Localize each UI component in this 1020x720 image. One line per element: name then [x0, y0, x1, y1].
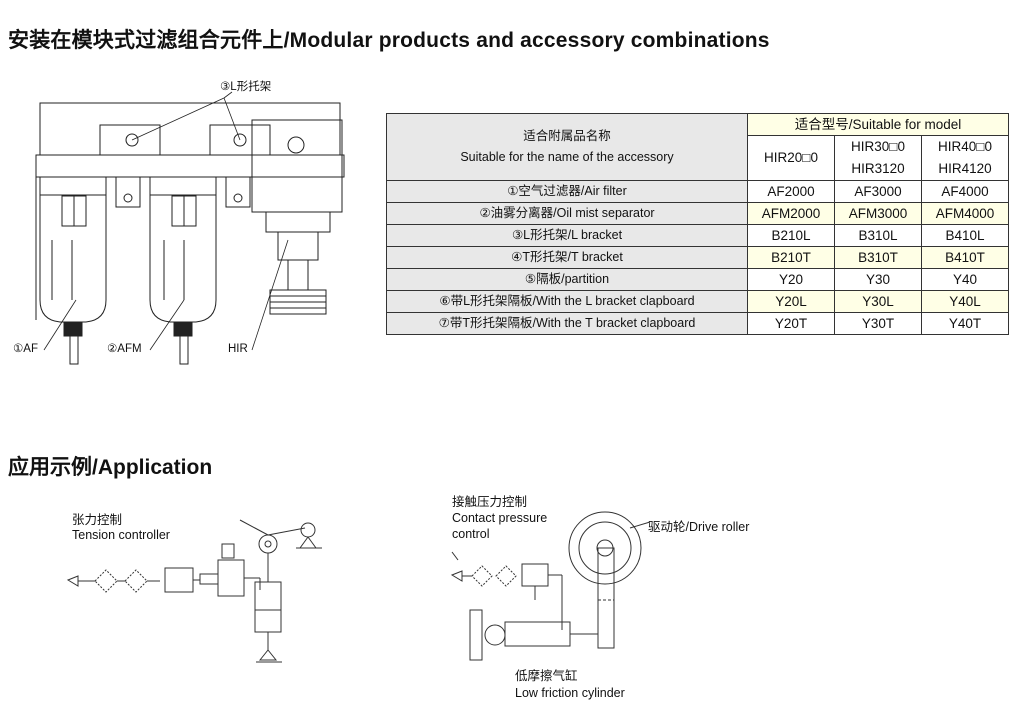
- table-header-name: 适合附属品名称 Suitable for the name of the acc…: [386, 113, 748, 181]
- table-row: ②油雾分离器/Oil mist separator AFM2000 AFM300…: [386, 202, 1009, 225]
- table-header-name-en: Suitable for the name of the accessory: [460, 150, 674, 164]
- model-header-1: HIR20□0: [747, 135, 835, 181]
- label-drive-roller: 驱动轮/Drive roller: [648, 520, 750, 534]
- accessory-table: 适合附属品名称 Suitable for the name of the acc…: [386, 113, 1009, 335]
- table-row: ⑦带T形托架隔板/With the T bracket clapboard Y2…: [386, 312, 1009, 335]
- model-header-3: HIR40□0 HIR4120: [921, 135, 1009, 181]
- label-hir: HIR: [228, 343, 248, 355]
- label-cylinder-en: Low friction cylinder: [515, 686, 625, 700]
- label-contact-cn: 接触压力控制: [452, 495, 528, 509]
- table-row: ⑤隔板/partition Y20 Y30 Y40: [386, 268, 1009, 291]
- table-row: ③L形托架/L bracket B210L B310L B410L: [386, 224, 1009, 247]
- section-title-modular: 安装在模块式过滤组合元件上/Modular products and acces…: [8, 29, 770, 52]
- tension-controller-diagram: [66, 519, 322, 663]
- contact-pressure-diagram: [450, 511, 651, 661]
- label-tension-cn: 张力控制: [72, 513, 123, 527]
- table-header-models: 适合型号/Suitable for model: [747, 113, 1009, 136]
- label-contact-en-1: Contact pressure: [452, 511, 548, 525]
- table-row: ⑥带L形托架隔板/With the L bracket clapboard Y2…: [386, 290, 1009, 313]
- modular-assembly-drawing: [35, 91, 345, 365]
- label-l-bracket: ③L形托架: [220, 81, 272, 93]
- label-contact-en-2: control: [452, 527, 490, 541]
- label-af: ①AF: [13, 343, 39, 355]
- section-title-application: 应用示例/Application: [8, 456, 213, 479]
- table-row: ①空气过滤器/Air filter AF2000 AF3000 AF4000: [386, 180, 1009, 203]
- table-header-name-cn: 适合附属品名称: [523, 129, 611, 143]
- table-row: ④T形托架/T bracket B210T B310T B410T: [386, 246, 1009, 269]
- label-tension-en: Tension controller: [72, 528, 170, 542]
- label-cylinder-cn: 低摩擦气缸: [515, 669, 578, 683]
- label-afm: ②AFM: [107, 343, 142, 355]
- model-header-2: HIR30□0 HIR3120: [834, 135, 922, 181]
